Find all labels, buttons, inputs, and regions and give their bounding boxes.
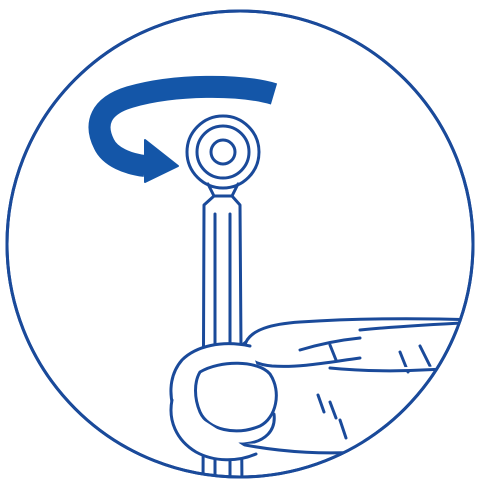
instruction-illustration — [0, 0, 480, 483]
illustration-svg — [0, 0, 480, 483]
